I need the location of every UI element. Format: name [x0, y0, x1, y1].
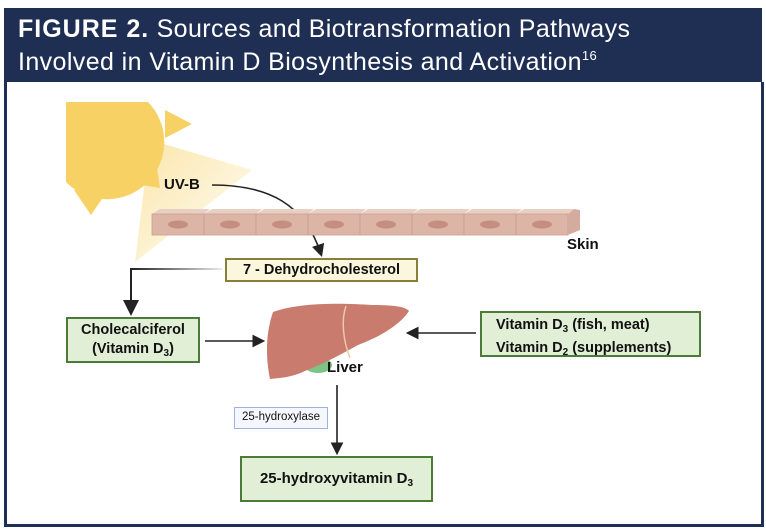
enzyme-box: 25-hydroxylase — [234, 407, 328, 429]
figure-title-text-1: Sources and Biotransformation Pathways — [156, 15, 631, 43]
enzyme-label: 25-hydroxylase — [242, 411, 320, 423]
subscript: 3 — [407, 478, 414, 489]
dehydrocholesterol-box: 7 - Dehydrocholesterol — [225, 258, 418, 282]
dietary-line-1-suffix: (fish, meat) — [568, 317, 650, 333]
subscript: 3 — [562, 324, 569, 335]
dietary-line-2-prefix: Vitamin D — [496, 340, 563, 356]
skin-cells — [151, 209, 580, 236]
subscript: 2 — [562, 347, 569, 358]
cholecalciferol-box: Cholecalciferol (Vitamin D3) — [66, 317, 200, 363]
skin-cell — [515, 209, 574, 236]
cholecalciferol-line-1: Cholecalciferol — [81, 322, 185, 338]
skin-label: Skin — [567, 236, 599, 253]
skin-cell — [411, 209, 470, 236]
uvb-arrow — [211, 184, 325, 258]
figure-title-line-1: FIGURE 2. Sources and Biotransformation … — [18, 15, 630, 44]
skin-edge — [568, 209, 580, 235]
reference-number: 16 — [581, 48, 598, 63]
liver-icon — [266, 303, 409, 379]
dietary-sources-box: Vitamin D3 (fish, meat) Vitamin D2 (supp… — [480, 311, 701, 358]
dietary-line-2: Vitamin D2 (supplements) — [496, 339, 699, 362]
dehydrocholesterol-text: 7 - Dehydrocholesterol — [242, 262, 401, 278]
cholecalciferol-line-2-prefix: (Vitamin D — [92, 341, 164, 357]
liver-label: Liver — [327, 359, 363, 376]
skin-cell — [203, 209, 262, 236]
skin-cell — [151, 209, 210, 236]
dietary-line-1-prefix: Vitamin D — [496, 317, 563, 333]
skin-cell — [307, 209, 366, 236]
cholecalciferol-line-2-suffix: ) — [169, 341, 174, 357]
figure-title-line-2: Involved in Vitamin D Biosynthesis and A… — [18, 48, 597, 77]
dietary-line-1: Vitamin D3 (fish, meat) — [496, 316, 699, 339]
figure-label: FIGURE 2. — [18, 15, 150, 43]
cholecalciferol-line-2: (Vitamin D3) — [68, 340, 198, 363]
dietary-line-2-suffix: (supplements) — [568, 340, 672, 356]
sun-icon — [66, 102, 192, 215]
subscript: 3 — [163, 348, 170, 359]
skin-cell — [255, 209, 314, 236]
dhc-to-cholecalciferol-arrow — [123, 268, 222, 316]
skin-cell — [463, 209, 522, 236]
figure-title-text-2: Involved in Vitamin D Biosynthesis and A… — [18, 48, 582, 76]
skin-cell — [359, 209, 418, 236]
product-box: 25-hydroxyvitamin D3 — [240, 456, 433, 502]
uvb-label: UV-B — [164, 176, 200, 193]
figure-header: FIGURE 2. Sources and Biotransformation … — [4, 8, 762, 82]
product-label-prefix: 25-hydroxyvitamin D — [259, 470, 408, 487]
